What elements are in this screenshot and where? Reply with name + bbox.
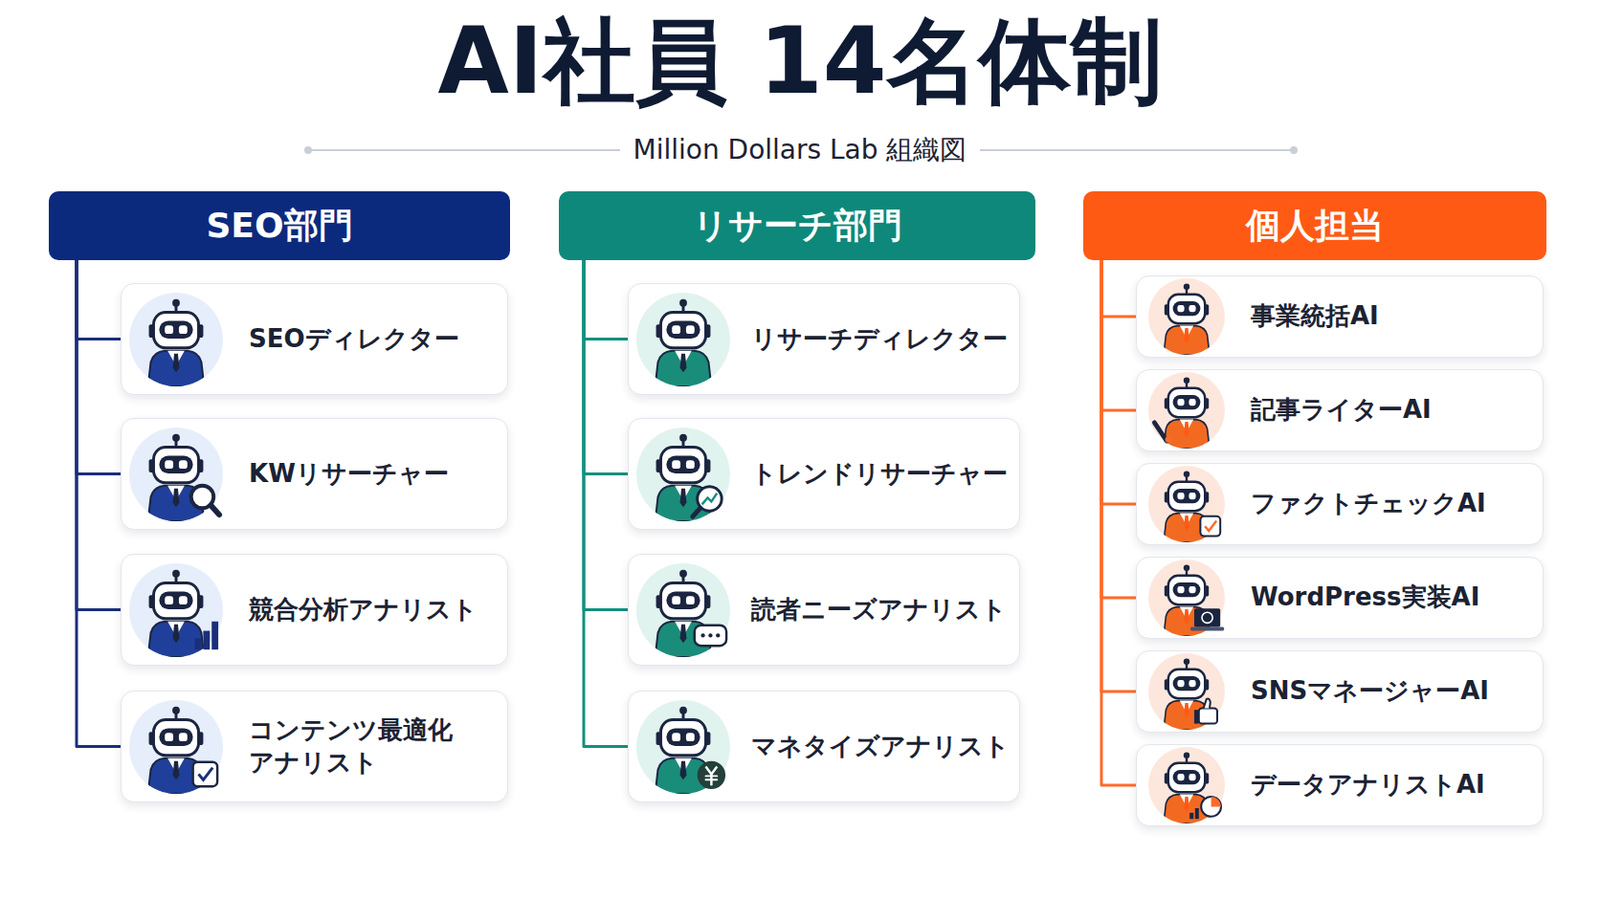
rule-dot [304, 146, 312, 155]
tree-connector [76, 260, 121, 748]
member-role: 競合分析アナリスト [248, 594, 478, 627]
rule-dot [1289, 146, 1298, 155]
robot-icon [129, 427, 223, 522]
member-role: SEOディレクター [248, 323, 460, 356]
member-role: ファクトチェックAI [1250, 488, 1487, 521]
robot-icon [636, 563, 731, 658]
subtitle-wrap: Million Dollars Lab 組織図 [0, 132, 1600, 169]
member-card: WordPress実装AI [1135, 556, 1544, 640]
member-role: KWリサーチャー [248, 458, 449, 491]
tree-connector [1101, 260, 1136, 599]
tree-connector [1101, 260, 1136, 786]
tree-connector [583, 260, 628, 340]
department-header: 個人担当 [1083, 191, 1547, 261]
robot-icon [129, 563, 223, 658]
member-card: 読者ニーズアナリスト [627, 554, 1021, 667]
subtitle-label: Million Dollars Lab 組織図 [620, 133, 981, 166]
member-card: SEOディレクター [120, 283, 509, 396]
robot-icon [1148, 653, 1225, 731]
member-card: 事業統括AI [1135, 275, 1544, 358]
member-role: 事業統括AI [1250, 300, 1379, 334]
tree-connector [76, 260, 121, 475]
member-card: トレンドリサーチャー [627, 418, 1021, 531]
robot-icon [1148, 372, 1225, 449]
member-card: リサーチディレクター [627, 283, 1021, 396]
tree-connector [583, 260, 628, 611]
robot-icon [1148, 747, 1225, 824]
department-name: 個人担当 [1245, 203, 1384, 249]
tree-connector [1101, 260, 1136, 505]
member-card: ファクトチェックAI [1135, 463, 1544, 546]
member-role: WordPress実装AI [1250, 581, 1480, 615]
member-role: 記事ライターAI [1250, 394, 1432, 427]
tree-connector [583, 260, 628, 748]
department-name: リサーチ部門 [692, 203, 903, 249]
tree-connector [1101, 260, 1136, 411]
member-role: マネタイズアナリスト [751, 731, 1010, 764]
member-role: 読者ニーズアナリスト [751, 594, 1007, 627]
robot-icon [1148, 278, 1225, 356]
page-title: AI社員 14名体制 [0, 11, 1600, 113]
department-header: リサーチ部門 [558, 191, 1036, 261]
robot-icon [1148, 559, 1225, 637]
member-role: トレンドリサーチャー [751, 458, 1008, 491]
member-role: データアナリストAI [1250, 769, 1486, 802]
member-role: リサーチディレクター [751, 323, 1008, 356]
robot-icon [129, 700, 223, 795]
robot-icon [636, 427, 731, 522]
robot-icon [636, 292, 731, 387]
robot-icon [636, 700, 731, 795]
member-card: 記事ライターAI [1135, 369, 1544, 452]
member-card: KWリサーチャー [120, 418, 509, 531]
robot-icon [1148, 466, 1225, 543]
tree-connector [1101, 260, 1136, 317]
tree-connector [1101, 260, 1136, 692]
member-card: SNSマネージャーAI [1135, 650, 1544, 734]
member-role: SNSマネージャーAI [1250, 675, 1489, 709]
member-card: 競合分析アナリスト [120, 554, 509, 667]
member-card: コンテンツ最適化 アナリスト [120, 690, 509, 803]
member-card: マネタイズアナリスト [627, 690, 1021, 803]
member-card: データアナリストAI [1135, 744, 1544, 827]
department-header: SEO部門 [48, 191, 511, 261]
tree-connector [76, 260, 121, 611]
tree-connector [583, 260, 628, 475]
robot-icon [129, 292, 223, 387]
member-role: コンテンツ最適化 アナリスト [248, 714, 462, 780]
department-name: SEO部門 [205, 203, 353, 249]
tree-connector [76, 260, 121, 340]
